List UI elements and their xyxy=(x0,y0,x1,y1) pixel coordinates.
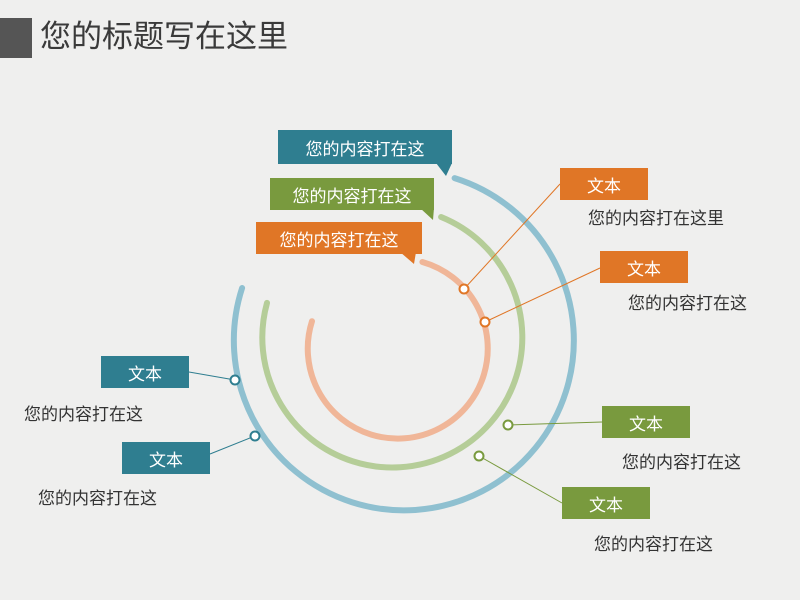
item-desc-1: 您的内容打在这里 xyxy=(588,209,724,229)
callout-pointer-inner xyxy=(400,252,416,264)
item-badge-6: 文本 xyxy=(562,487,650,519)
callout-middle-label: 您的内容打在这 xyxy=(292,186,412,207)
item-desc-6: 您的内容打在这 xyxy=(594,535,713,555)
connector-line-5 xyxy=(507,421,603,426)
connector-dot-3 xyxy=(229,374,241,386)
item-label-5: 文本 xyxy=(629,414,663,435)
item-badge-5: 文本 xyxy=(602,406,690,438)
connector-line-3 xyxy=(188,371,236,381)
item-label-1: 文本 xyxy=(587,176,621,197)
item-label-6: 文本 xyxy=(589,495,623,516)
callout-pointer-middle xyxy=(420,208,434,220)
connector-dot-4 xyxy=(249,430,261,442)
callout-inner: 您的内容打在这 xyxy=(256,222,422,254)
item-desc-3: 您的内容打在这 xyxy=(24,405,143,425)
callout-middle: 您的内容打在这 xyxy=(270,178,434,210)
connector-dot-1 xyxy=(458,283,470,295)
connector-line-4 xyxy=(209,435,256,455)
ring-outer xyxy=(230,175,577,514)
item-badge-3: 文本 xyxy=(101,356,189,388)
item-desc-4: 您的内容打在这 xyxy=(38,489,157,509)
item-label-4: 文本 xyxy=(149,450,183,471)
item-badge-4: 文本 xyxy=(122,442,210,474)
item-desc-2: 您的内容打在这 xyxy=(628,294,747,314)
ring-inner xyxy=(304,259,491,442)
item-desc-5: 您的内容打在这 xyxy=(622,453,741,473)
item-label-2: 文本 xyxy=(627,259,661,280)
item-badge-1: 文本 xyxy=(560,168,648,200)
title-marker xyxy=(0,18,32,58)
connector-line-1 xyxy=(463,183,561,290)
title-bar: 您的标题写在这里 xyxy=(0,14,800,60)
item-badge-2: 文本 xyxy=(600,251,688,283)
callout-outer-label: 您的内容打在这 xyxy=(305,139,425,160)
callout-pointer-outer xyxy=(436,163,452,176)
connector-line-6 xyxy=(478,455,563,504)
connector-dot-6 xyxy=(473,450,485,462)
callout-outer: 您的内容打在这 xyxy=(278,130,452,164)
callout-inner-label: 您的内容打在这 xyxy=(279,230,399,251)
connector-dot-5 xyxy=(502,419,514,431)
item-label-3: 文本 xyxy=(128,364,162,385)
page-title: 您的标题写在这里 xyxy=(40,19,288,55)
connector-dot-2 xyxy=(479,316,491,328)
ring-middle xyxy=(259,214,526,471)
connector-line-2 xyxy=(484,267,601,323)
